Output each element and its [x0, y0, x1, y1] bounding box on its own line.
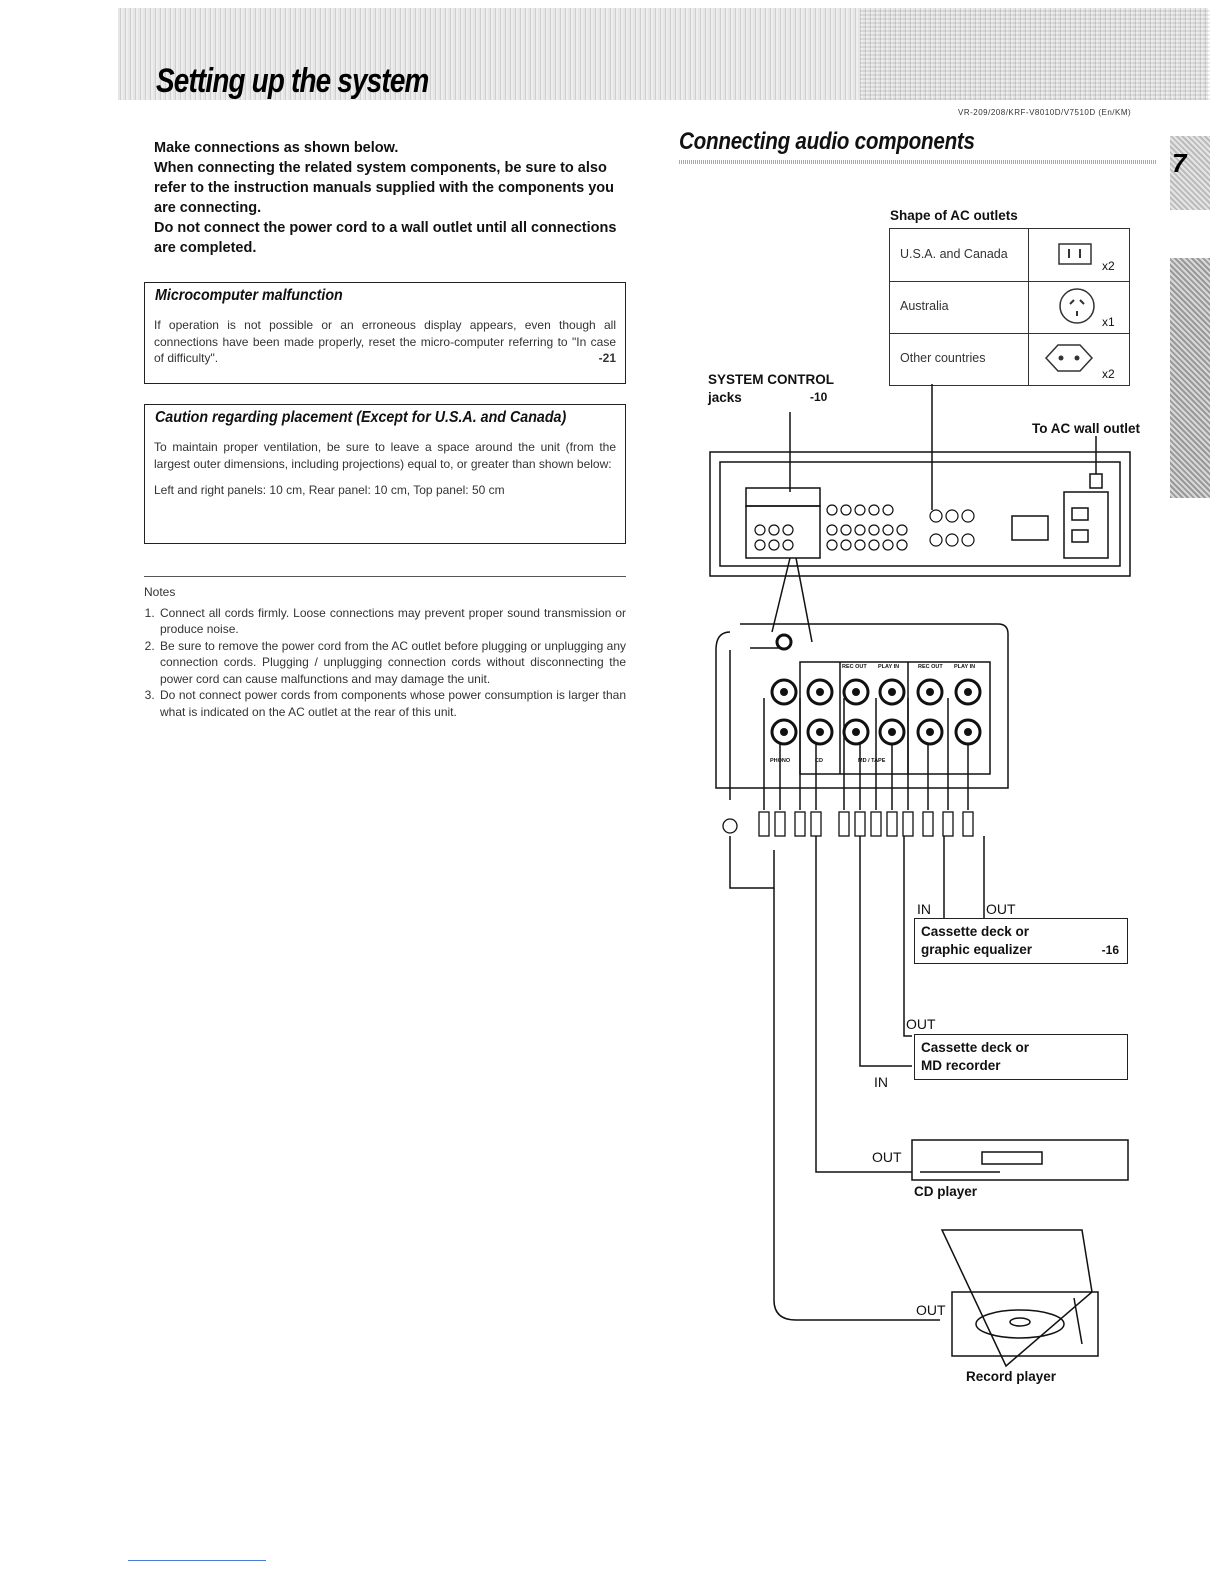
note-item: Connect all cords firmly. Loose connecti…	[158, 605, 626, 638]
outlet-row: U.S.A. and Canada x2	[890, 229, 1129, 282]
usa-outlet-icon	[1058, 243, 1092, 265]
microcomputer-box-text: If operation is not possible or an erron…	[154, 318, 616, 365]
out-label: OUT	[986, 901, 1016, 917]
intro-line-2: When connecting the related system compo…	[154, 160, 615, 216]
in-label: IN	[874, 1074, 888, 1090]
play-in-label: PLAY IN	[954, 664, 976, 670]
outlets-table-divider	[1028, 229, 1029, 385]
cassette-md-line-2: MD recorder	[921, 1058, 1001, 1073]
play-in-label: PLAY IN	[878, 664, 900, 670]
outlet-count: x1	[1102, 315, 1115, 329]
microcomputer-page-ref: -21	[598, 351, 616, 365]
jacks-label: jacks	[708, 390, 742, 405]
in-label: IN	[917, 901, 931, 917]
cassette-eq-box: Cassette deck or graphic equalizer -16	[914, 918, 1128, 964]
footer-line	[128, 1560, 266, 1561]
caution-box-body: To maintain proper ventilation, be sure …	[154, 440, 616, 471]
microcomputer-box-body: If operation is not possible or an erron…	[154, 317, 616, 367]
outlet-row: Other countries x2	[890, 333, 1129, 385]
cd-label: CD	[815, 758, 823, 764]
outlets-table: U.S.A. and Canada x2 Australia x1 Other …	[889, 228, 1130, 386]
europe-outlet-icon	[1044, 344, 1094, 372]
section-title: Connecting audio components	[679, 128, 975, 155]
cassette-eq-text: graphic equalizer	[921, 942, 1033, 957]
cassette-eq-line-2: graphic equalizer -16	[921, 941, 1127, 959]
section-underline	[679, 160, 1157, 164]
cassette-eq-line-1: Cassette deck or	[921, 924, 1030, 939]
outlet-region: U.S.A. and Canada	[900, 247, 1008, 261]
system-control-label: SYSTEM CONTROL	[708, 372, 835, 387]
out-label: OUT	[872, 1149, 902, 1165]
intro-line-1: Make connections as shown below.	[154, 140, 399, 156]
side-tab	[1170, 258, 1210, 498]
microcomputer-box-title: Microcomputer malfunction	[155, 287, 343, 304]
caution-box: Caution regarding placement (Except for …	[144, 404, 626, 544]
phono-label: PHONO	[770, 758, 791, 764]
cassette-md-box: Cassette deck or MD recorder	[914, 1034, 1128, 1080]
notes-heading: Notes	[144, 585, 176, 599]
outlet-count: x2	[1102, 367, 1115, 381]
intro-text: Make connections as shown below. When co…	[154, 138, 626, 258]
header-banner-shade	[860, 8, 1210, 100]
caution-box-title: Caution regarding placement (Except for …	[155, 409, 567, 426]
outlet-region: Other countries	[900, 351, 986, 365]
out-label: OUT	[916, 1302, 946, 1318]
cassette-md-line-1: Cassette deck or	[921, 1040, 1030, 1055]
microcomputer-box: Microcomputer malfunction If operation i…	[144, 282, 626, 384]
outlet-row: Australia x1	[890, 281, 1129, 334]
model-code: VR-209/208/KRF-V8010D/V7510D (En/KM)	[958, 108, 1132, 117]
outlets-heading: Shape of AC outlets	[890, 208, 1018, 223]
caution-box-dimensions: Left and right panels: 10 cm, Rear panel…	[154, 483, 505, 497]
system-control-page-ref: -10	[810, 390, 828, 404]
page-number-tab	[1170, 136, 1210, 210]
outlet-count: x2	[1102, 259, 1115, 273]
header-banner	[118, 8, 1208, 100]
record-player-label: Record player	[966, 1369, 1057, 1384]
md-tape-label: MD / TAPE	[858, 758, 886, 764]
wiring-diagram	[709, 384, 1131, 1368]
page-number: 7	[1172, 148, 1187, 178]
page-title: Setting up the system	[156, 62, 429, 100]
cd-player-label: CD player	[914, 1184, 978, 1199]
out-label: OUT	[906, 1016, 936, 1032]
rec-out-label: REC OUT	[842, 664, 867, 670]
notes-section: Notes Connect all cords firmly. Loose co…	[144, 584, 626, 720]
ac-wall-label: To AC wall outlet	[1032, 421, 1140, 436]
rec-out-label: REC OUT	[918, 664, 943, 670]
note-item: Be sure to remove the power cord from th…	[158, 638, 626, 688]
cassette-eq-page-ref: -16	[1101, 943, 1119, 957]
australia-outlet-icon	[1059, 288, 1095, 324]
outlet-region: Australia	[900, 299, 949, 313]
intro-line-3: Do not connect the power cord to a wall …	[154, 220, 617, 256]
note-item: Do not connect power cords from componen…	[158, 687, 626, 720]
notes-divider	[144, 576, 626, 577]
